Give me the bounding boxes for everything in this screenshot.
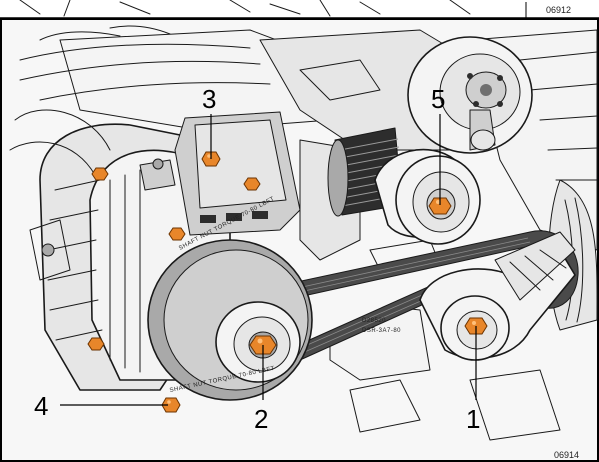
callout-5-label: 5 (431, 84, 445, 114)
callout-3-label: 3 (202, 84, 216, 114)
callout-5: 5 (431, 84, 445, 205)
figure-frame (0, 18, 599, 462)
top-strip: 06912 (0, 0, 599, 19)
callout-4-label: 4 (34, 391, 48, 421)
bolt-alt-b (243, 177, 261, 191)
tensioner-part-number: D28520 (362, 318, 386, 324)
upper-pulley (407, 36, 533, 154)
figure-id: 06914 (554, 450, 579, 460)
tensioner-part-code: DSR-3A7-80 (362, 328, 401, 334)
callout-4: 4 (34, 391, 168, 421)
belt-tensioner: D28520 DSR-3A7-80 (362, 231, 576, 361)
callout-3: 3 (202, 84, 216, 159)
bolt-alt-c (168, 227, 186, 241)
bolt-4 (161, 397, 181, 413)
bolt-alt-a (91, 167, 109, 181)
top-strip-figure-id: 06912 (546, 5, 571, 15)
bolt-5 (428, 197, 452, 215)
bolt-alt-d (87, 337, 105, 351)
callout-1: 1 (466, 326, 480, 434)
callout-2: 2 (254, 345, 268, 434)
callout-1-label: 1 (466, 404, 480, 434)
callout-2-label: 2 (254, 404, 268, 434)
callouts: 1 2 3 4 5 (34, 84, 480, 434)
